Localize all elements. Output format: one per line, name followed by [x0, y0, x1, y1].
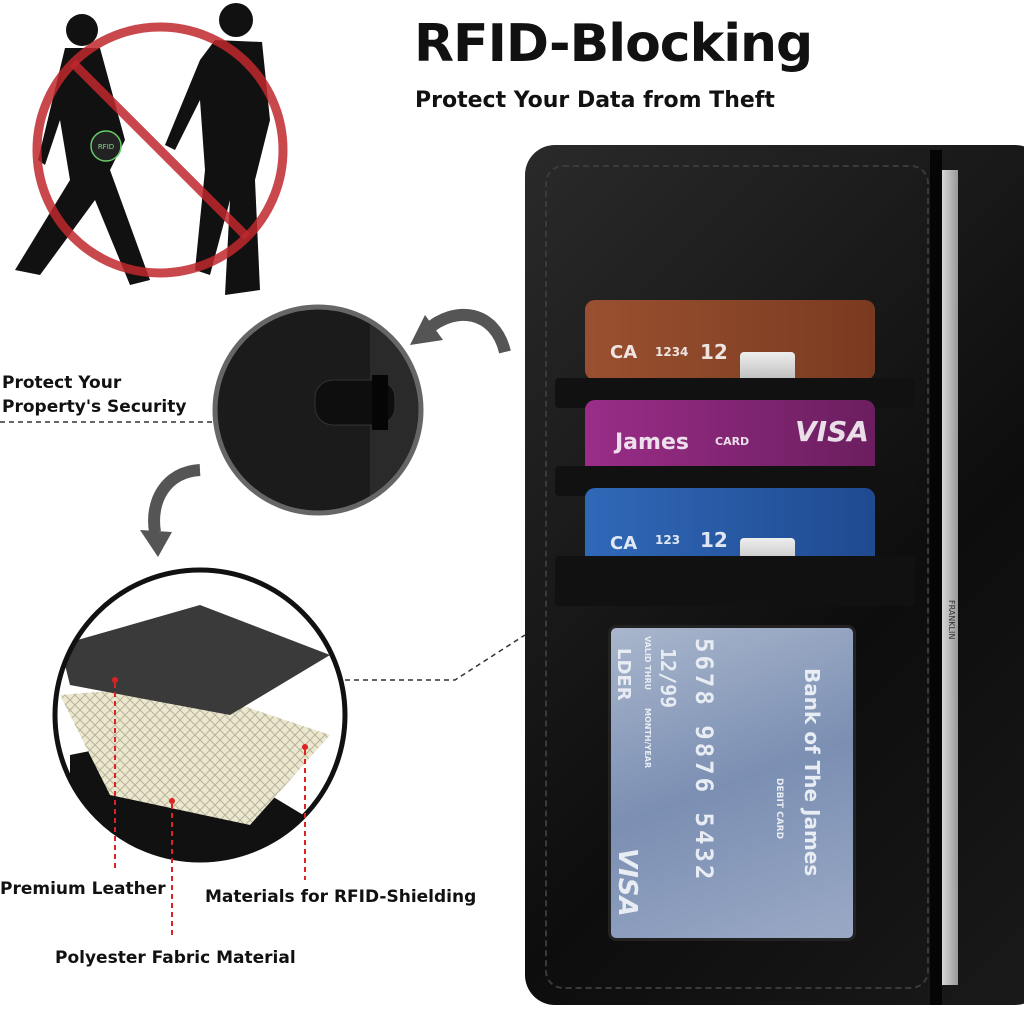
shielding-callout: Materials for RFID-Shielding	[205, 887, 477, 907]
clasp-detail	[212, 304, 424, 516]
visa-logo: VISA	[612, 848, 642, 917]
bank-name: Bank of The James	[800, 668, 824, 877]
banknote-text: FRANKLIN	[947, 600, 956, 640]
card-slot-3-card: CA 123 12	[585, 488, 875, 568]
banknote	[940, 170, 958, 985]
month-year-label: MONTH/YEAR	[643, 708, 652, 769]
page-subtitle: Protect Your Data from Theft	[415, 88, 775, 113]
wallet-stitching	[545, 165, 929, 989]
polyester-callout: Polyester Fabric Material	[55, 948, 296, 968]
card-expiry: 12/99	[656, 648, 680, 709]
rfid-badge-label: RFID	[98, 143, 114, 151]
wallet-spine	[930, 150, 942, 1005]
id-window: LDER VALID THRU MONTH/YEAR 12/99 5678 98…	[608, 625, 856, 941]
rfid-theft-prohibited-icon: RFID	[15, 3, 288, 295]
card-type: DEBIT CARD	[774, 778, 784, 840]
curved-arrow-icon	[410, 308, 511, 354]
page-title: RFID-Blocking	[414, 14, 813, 74]
curved-arrow-icon	[140, 464, 201, 557]
security-callout: Protect Your Property's Security	[2, 373, 187, 417]
valid-thru-label: VALID THRU	[643, 636, 652, 691]
card-pocket	[555, 556, 915, 606]
card-slot-1-card: CA 1234 12	[585, 300, 875, 380]
material-layers-detail	[52, 567, 348, 863]
card-number: 5678 9876 5432	[690, 638, 718, 883]
card-holder: LDER	[613, 648, 634, 701]
leather-callout: Premium Leather	[0, 879, 166, 899]
